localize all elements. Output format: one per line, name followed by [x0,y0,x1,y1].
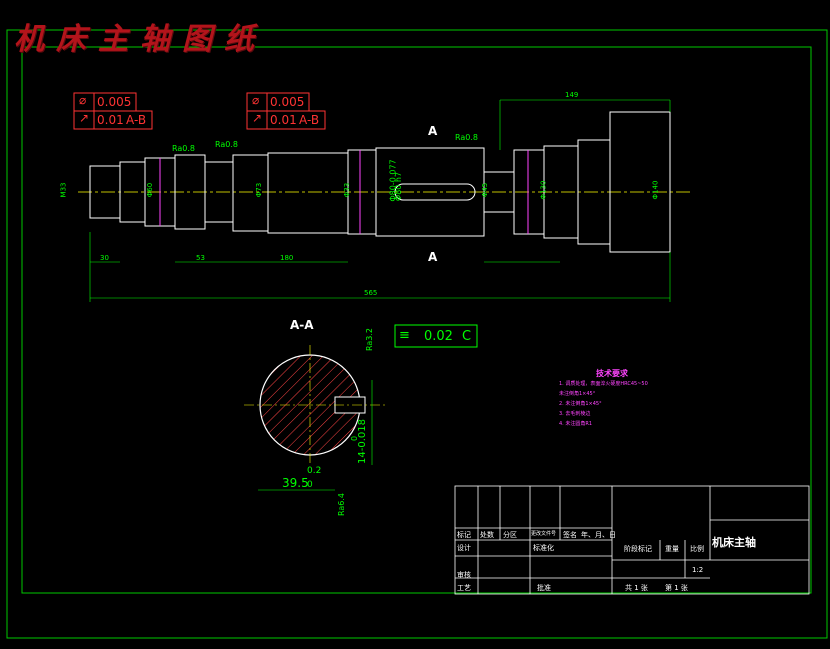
symmetry-datum: C [462,329,472,344]
dim-53: 53 [196,254,205,262]
dim-keyway-depth: 14-0.018 [356,419,368,464]
tol2-value-1: 0.005 [270,95,305,109]
tol1-value-1: 0.005 [97,95,132,109]
dim-keyway-width: 39.5 [282,476,309,490]
roughness-1: Ra0.8 [172,144,196,153]
tol1-symbol-1: ⌀ [79,93,87,107]
tb-standard: 标准化 [533,544,554,552]
tb-header-3: 分区 [503,531,517,539]
symmetry-value: 0.02 [424,329,453,344]
tol2-datum-2: A-B [299,113,320,127]
tb-approve: 批准 [537,584,551,592]
tb-header-2: 处数 [480,531,494,539]
tb-header-4: 更改文件号 [531,531,557,537]
tolerance-frame-2 [246,92,326,130]
dim-keyway-width-tol: 0.2 [307,466,322,476]
tb-scale-label: 比例 [690,545,704,553]
section-view-label: A-A [290,318,314,332]
outer-frame [6,29,828,639]
tol2-value-2: 0.01 [270,113,297,127]
dim-dia-b: Φ73 [255,182,264,198]
dim-180: 180 [280,254,294,262]
title-block [454,485,810,595]
section-view [244,345,385,491]
tol2-symbol-1: ⌀ [252,93,260,107]
tb-design: 设计 [457,544,471,552]
page-title: 机床主轴图纸 [14,22,266,57]
dim-dia-c: Φ33 [343,182,352,198]
inner-frame [21,46,812,594]
tb-sheets-total: 共 1 张 [625,584,648,592]
tb-stage-mark: 阶段标记 [624,545,652,553]
tolerance-frame-1 [73,92,153,130]
tb-sheet-no: 第 1 张 [665,584,688,592]
section-mark-bottom: A [428,250,438,264]
tech-req-item-4: 3. 去毛刺棱边 [559,411,591,417]
roughness-3: Ra0.8 [455,133,479,142]
tb-header-6: 年、月、日 [581,531,616,539]
tech-req-item-5: 4. 未注圆角R1 [559,421,593,427]
tol1-datum-2: A-B [126,113,147,127]
dim-30: 30 [100,254,109,262]
dim-dia-g: Φ140 [651,180,660,200]
dim-dia-f: Φ130 [539,180,548,200]
section-mark-top: A [428,124,438,138]
dim-dia-e: Φ45 [481,182,490,198]
keyway-slot [394,183,476,201]
tol1-symbol-2: ↗ [79,111,90,125]
dim-main-dia-alt: Φ80 h7 [394,171,404,202]
tb-header-1: 标记 [457,531,471,539]
tol2-symbol-2: ↗ [252,111,263,125]
roughness-5: Ra6.4 [337,492,347,517]
tech-req-item-2: 未注倒角1×45° [559,391,596,397]
tb-scale-value: 1:2 [692,566,704,574]
symmetry-icon: ≡ [399,328,410,343]
tech-req-item-1: 1. 调质处理，表面淬火硬度HRC45~50 [559,381,648,387]
tech-req-item-3: 2. 未注倒角1×45° [559,401,602,407]
dim-keyway-depth-lower: 0 [350,435,360,442]
tb-drawing-name: 机床主轴 [712,536,756,549]
tech-req-heading: 技术要求 [596,369,628,378]
tb-header-5: 签名 [563,531,577,539]
roughness-4: Ra3.2 [365,327,375,352]
dim-right-end: 149 [565,91,579,99]
dim-overall: 565 [364,289,378,297]
dimension-lines [89,99,671,302]
tb-weight: 重量 [665,545,679,553]
tb-process: 工艺 [457,584,471,592]
roughness-2: Ra0.8 [215,140,239,149]
symmetry-frame [394,324,478,348]
tb-review: 审核 [457,571,471,579]
dim-keyway-width-lower: 0 [307,480,313,490]
keyway-markers [159,150,529,234]
dim-dia-a: M33 [59,182,68,198]
dim-dia-d: Φ60 [146,182,155,198]
tol1-value-2: 0.01 [97,113,124,127]
